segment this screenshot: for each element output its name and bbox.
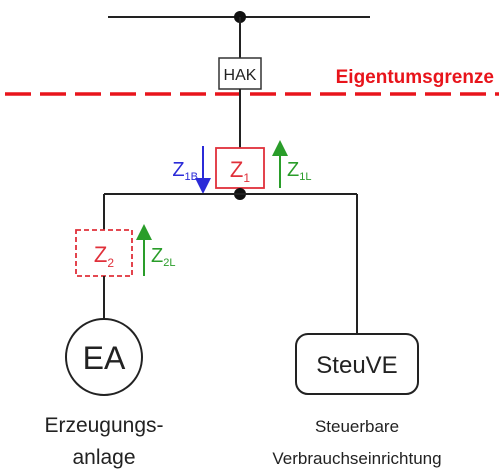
steuve-symbol-label: SteuVE [316, 352, 397, 379]
steuve-caption-line1: Steuerbare [315, 417, 399, 436]
z1-meter-box [215, 147, 265, 189]
z1-meter-label: Z1 [230, 157, 250, 185]
z2-meter-label: Z2 [94, 242, 114, 270]
boundary-label-bg [292, 62, 499, 88]
z1-bezug-label: Z1B [172, 159, 198, 183]
steuve-symbol [295, 333, 419, 395]
z1-lieferung-label: Z1L [287, 159, 311, 183]
steuve-caption-line2: Verbrauchseinrichtung [272, 449, 441, 468]
ea-symbol-label: EA [83, 340, 126, 376]
z2-lieferung-label: Z2L [151, 245, 175, 269]
ea-caption-line2: anlage [72, 446, 135, 469]
ea-caption-line1: Erzeugungs- [44, 414, 163, 437]
hak-label: HAK [224, 67, 257, 84]
ea-symbol [65, 318, 143, 396]
boundary-label: Eigentumsgrenze [336, 67, 494, 88]
hak-box [218, 57, 262, 90]
